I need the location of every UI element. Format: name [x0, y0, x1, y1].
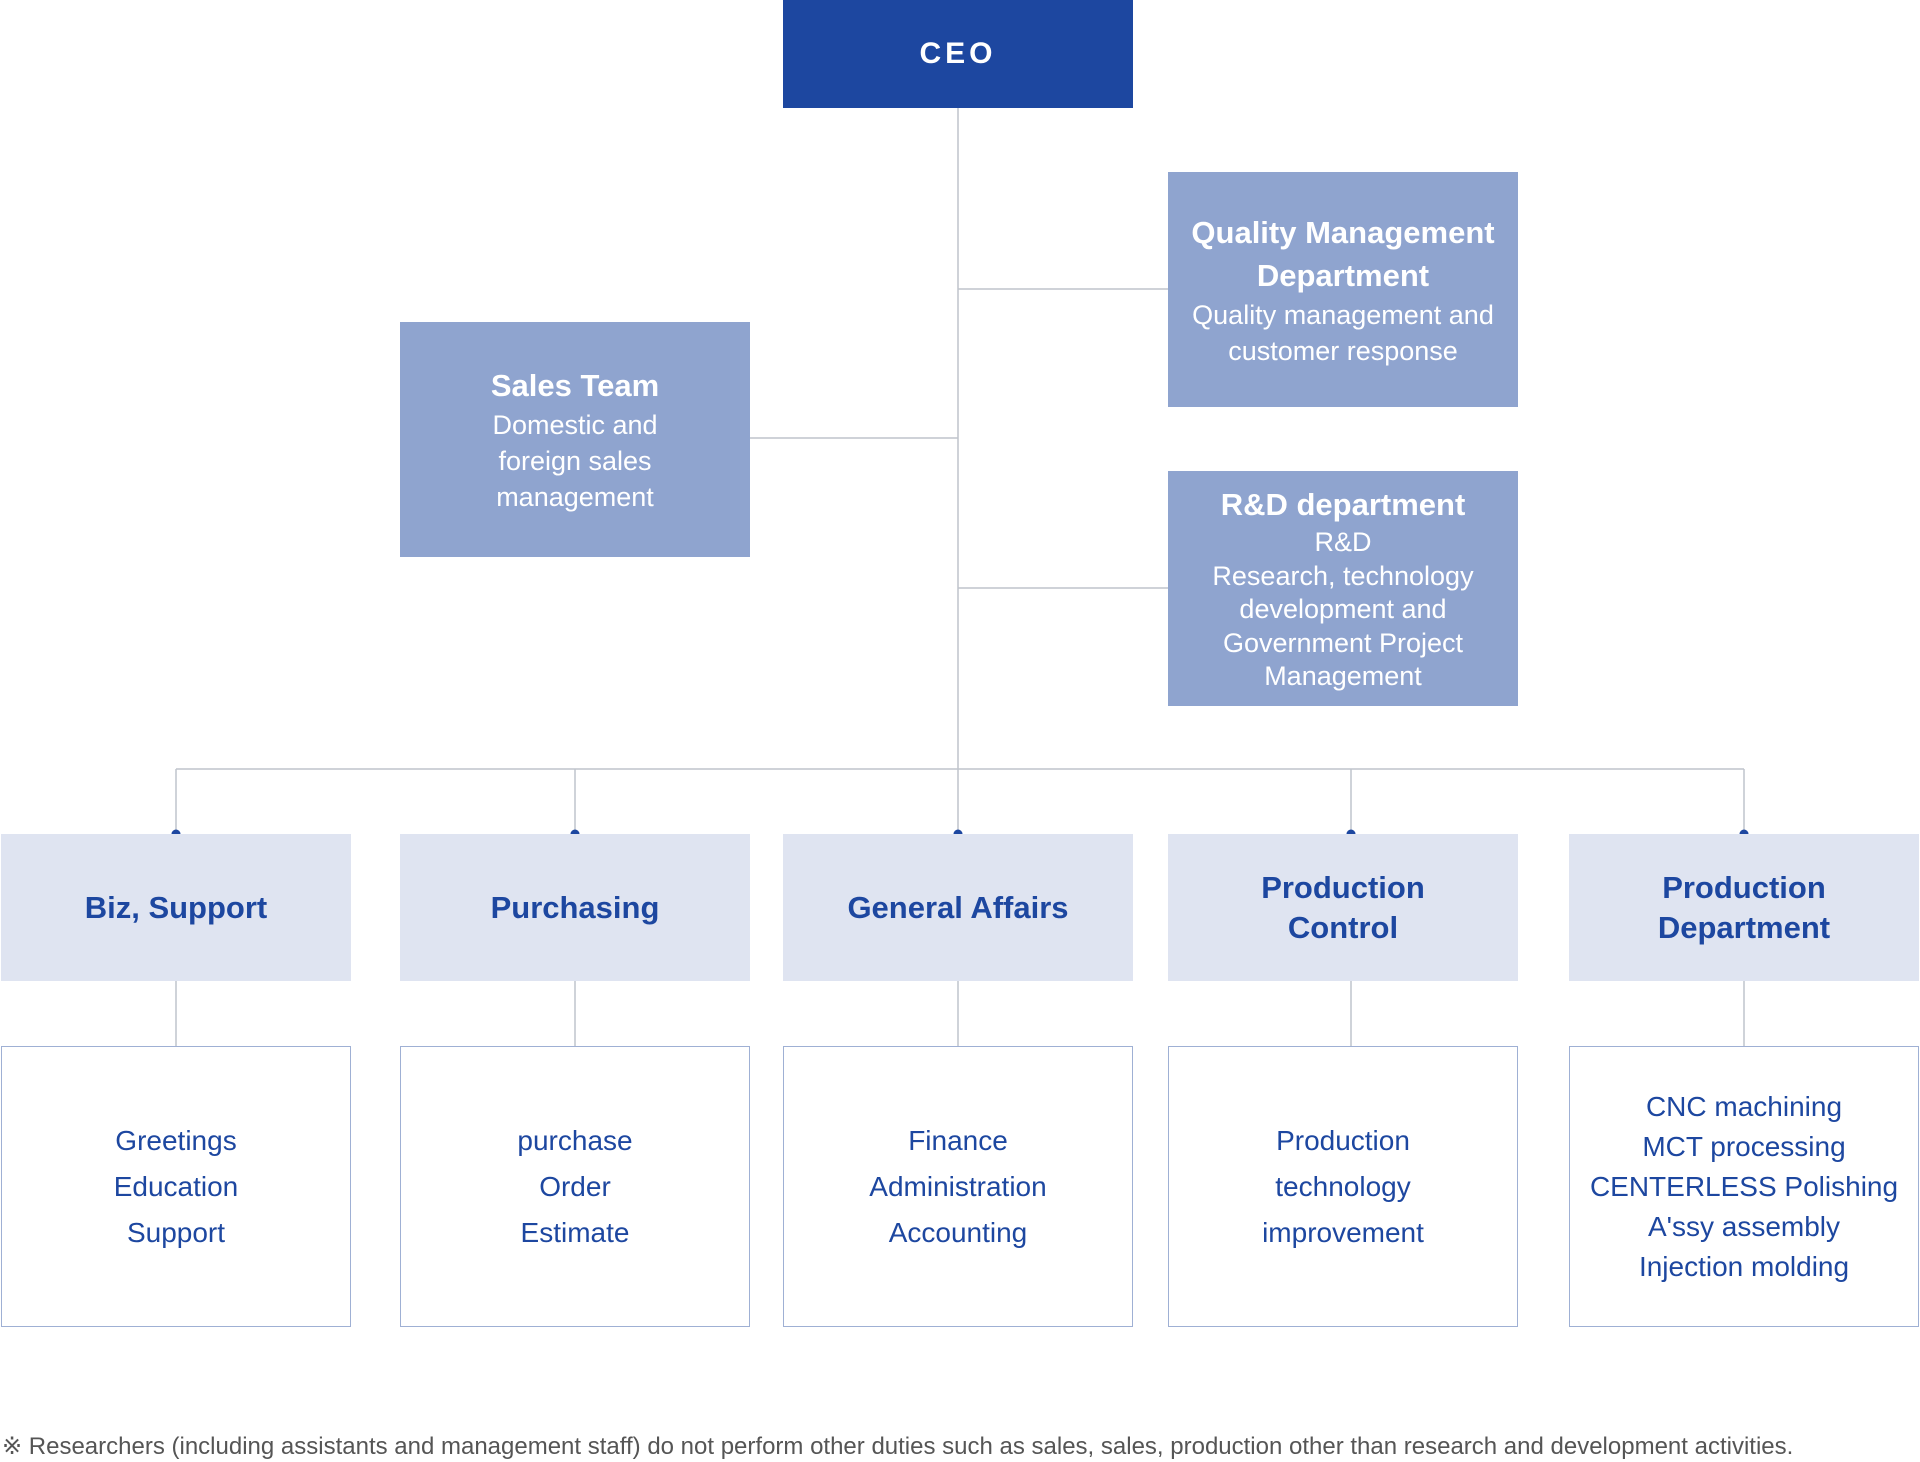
duty-item: Greetings [115, 1124, 237, 1156]
duties-purchasing: purchase Order Estimate [400, 1046, 750, 1327]
duty-item: A'ssy assembly [1647, 1210, 1841, 1242]
rnd-desc-line-4: Government Project [1222, 627, 1464, 658]
rnd-desc-line-5: Management [1264, 661, 1422, 692]
duty-item: MCT processing [1642, 1130, 1846, 1162]
footnote: ※ Researchers (including assistants and … [2, 1433, 1794, 1460]
dept-production-department: Production Department [1569, 834, 1919, 981]
ceo-label: CEO [919, 37, 997, 70]
rnd-title: R&D department [1220, 487, 1466, 523]
duty-item: Order [539, 1170, 611, 1202]
dept-name: Biz, Support [84, 889, 268, 925]
duty-item: Production [1276, 1124, 1410, 1156]
rnd-desc-line-3: development and [1239, 594, 1447, 625]
rnd-department-box: R&D department R&D Research, technology … [1168, 471, 1518, 706]
duty-item: CNC machining [1645, 1090, 1843, 1122]
duty-item: Estimate [520, 1216, 630, 1248]
quality-management-box: Quality Management Department Quality ma… [1168, 172, 1518, 407]
duty-item: Administration [869, 1170, 1047, 1202]
duties-production-control: Production technology improvement [1168, 1046, 1518, 1327]
dept-production-control: Production Control [1168, 834, 1518, 981]
sales-team-box: Sales Team Domestic and foreign sales ma… [400, 322, 750, 557]
duty-item: Support [126, 1216, 226, 1248]
dept-biz-support: Biz, Support [1, 834, 351, 981]
ceo-box: CEO [783, 0, 1133, 108]
dept-name: General Affairs [847, 889, 1069, 925]
dept-name-line-1: Production [1261, 869, 1425, 905]
duty-item: Education [113, 1170, 239, 1202]
duties-biz-support: Greetings Education Support [1, 1046, 351, 1327]
duty-item: Accounting [888, 1216, 1028, 1248]
duty-item: technology [1275, 1170, 1411, 1202]
sales-desc-line-3: management [496, 482, 654, 512]
dept-name: Purchasing [490, 889, 660, 925]
quality-title-line-1: Quality Management [1191, 214, 1495, 250]
sales-desc-line-2: foreign sales [498, 446, 652, 476]
duty-item: Injection molding [1638, 1250, 1850, 1282]
dept-name-line-2: Control [1287, 909, 1399, 945]
sales-title: Sales Team [490, 368, 660, 403]
duty-item: purchase [517, 1124, 633, 1156]
quality-desc-line-1: Quality management and [1192, 299, 1494, 330]
duties-production-department: CNC machining MCT processing CENTERLESS … [1569, 1046, 1919, 1327]
rnd-desc-line-2: Research, technology [1212, 560, 1474, 591]
duty-item: Finance [908, 1124, 1008, 1156]
sales-desc-line-1: Domestic and [492, 410, 658, 440]
dept-name-line-2: Department [1657, 909, 1831, 945]
rnd-desc-line-1: R&D [1314, 527, 1372, 558]
quality-title-line-2: Department [1256, 257, 1430, 293]
dept-name-line-1: Production [1662, 869, 1826, 905]
quality-desc-line-2: customer response [1228, 335, 1458, 366]
duties-general-affairs: Finance Administration Accounting [783, 1046, 1133, 1327]
dept-purchasing: Purchasing [400, 834, 750, 981]
dept-general-affairs: General Affairs [783, 834, 1133, 981]
duty-item: CENTERLESS Polishing [1589, 1170, 1899, 1202]
duty-item: improvement [1262, 1216, 1424, 1248]
